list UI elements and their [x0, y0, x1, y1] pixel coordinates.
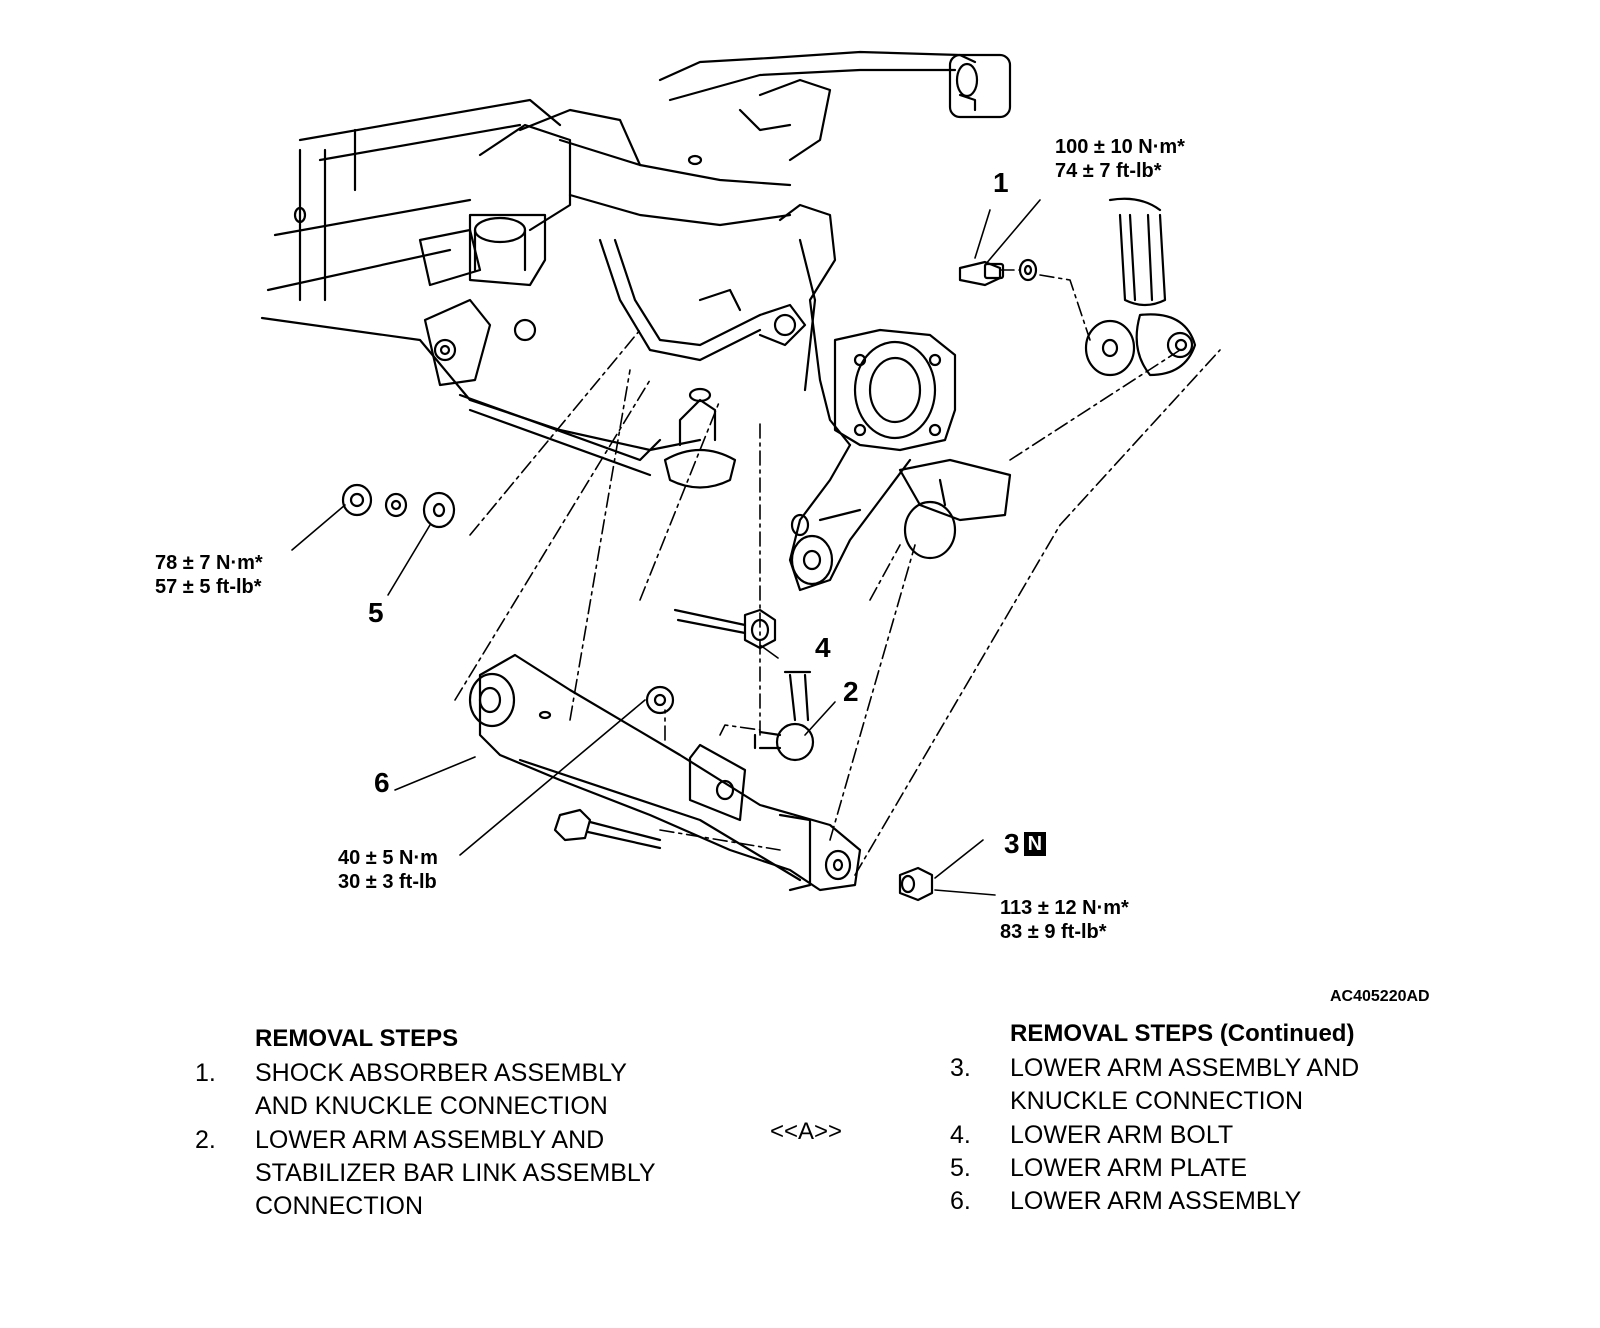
lower-arm-front-bolt — [553, 808, 662, 850]
step-number: 5. — [950, 1154, 971, 1182]
step-number: 4. — [950, 1121, 971, 1149]
callout-4: 4 — [815, 632, 831, 663]
service-point-marker: <<A>> — [770, 1118, 843, 1145]
torque-shock-bolt-metric: 100 ± 10 N·m* — [1055, 136, 1185, 158]
torque-knuckle-nut: 113 ± 12 N·m* 83 ± 9 ft-lb* — [1000, 896, 1129, 944]
step-text: LOWER ARM ASSEMBLY — [1010, 1187, 1302, 1215]
step-text: LOWER ARM ASSEMBLY AND KNUCKLE CONNECTIO… — [1010, 1054, 1360, 1115]
lower-arm-bolt — [673, 608, 777, 650]
torque-plate-nut-metric: 78 ± 7 N·m* — [155, 552, 263, 574]
callout-2: 2 — [843, 676, 859, 707]
ball-joint — [663, 387, 737, 489]
removal-steps-title: REMOVAL STEPS — [255, 1025, 459, 1052]
subframe-crossmember — [260, 98, 702, 477]
lower-arm-assembly — [468, 653, 862, 892]
torque-stabilizer-nut-metric: 40 ± 5 N·m — [338, 847, 438, 869]
torque-stabilizer-nut-imperial: 30 ± 3 ft-lb — [338, 871, 437, 893]
lower-arm-knuckle-nut — [898, 866, 934, 902]
torque-shock-bolt: 100 ± 10 N·m* 74 ± 7 ft-lb* — [1055, 135, 1185, 183]
torque-knuckle-nut-metric: 113 ± 12 N·m* — [1000, 897, 1129, 919]
steering-knuckle — [778, 203, 1012, 592]
figure-id: AC405220AD — [1330, 988, 1430, 1005]
stabilizer-bar — [598, 238, 807, 362]
new-part-badge: N — [1023, 832, 1047, 856]
callout-5: 5 — [368, 597, 384, 628]
step-number: 3. — [950, 1054, 971, 1082]
step-text: LOWER ARM PLATE — [1010, 1154, 1248, 1182]
stabilizer-link — [753, 670, 815, 762]
torque-plate-nut-imperial: 57 ± 5 ft-lb* — [155, 576, 262, 598]
callout-1: 1 — [993, 167, 1009, 198]
suspension-exploded-diagram — [260, 50, 1221, 902]
upper-arm-bushing-bracket — [423, 123, 572, 387]
shock-bolt-assembly — [958, 258, 1136, 377]
shock-absorber — [1108, 197, 1197, 377]
alignment-lines — [454, 269, 1221, 876]
step-text: LOWER ARM ASSEMBLY AND STABILIZER BAR LI… — [255, 1126, 656, 1220]
torque-plate-nut: 78 ± 7 N·m* 57 ± 5 ft-lb* — [155, 551, 263, 599]
step-number: 2. — [195, 1126, 216, 1154]
step-text: LOWER ARM BOLT — [1010, 1121, 1234, 1149]
lower-arm-plate-fasteners — [341, 483, 456, 529]
step-number: 1. — [195, 1059, 216, 1087]
torque-stabilizer-nut: 40 ± 5 N·m 30 ± 3 ft-lb — [338, 846, 438, 894]
upper-control-arm — [518, 50, 1012, 227]
torque-knuckle-nut-imperial: 83 ± 9 ft-lb* — [1000, 921, 1107, 943]
removal-steps-continued-title: REMOVAL STEPS (Continued) — [1010, 1020, 1355, 1047]
step-text: SHOCK ABSORBER ASSEMBLY AND KNUCKLE CONN… — [255, 1059, 627, 1120]
leader-lines — [291, 199, 1041, 896]
step-number: 6. — [950, 1187, 971, 1215]
callout-6: 6 — [374, 767, 390, 798]
torque-shock-bolt-imperial: 74 ± 7 ft-lb* — [1055, 160, 1162, 182]
callout-3-number: 3 — [1004, 828, 1020, 859]
